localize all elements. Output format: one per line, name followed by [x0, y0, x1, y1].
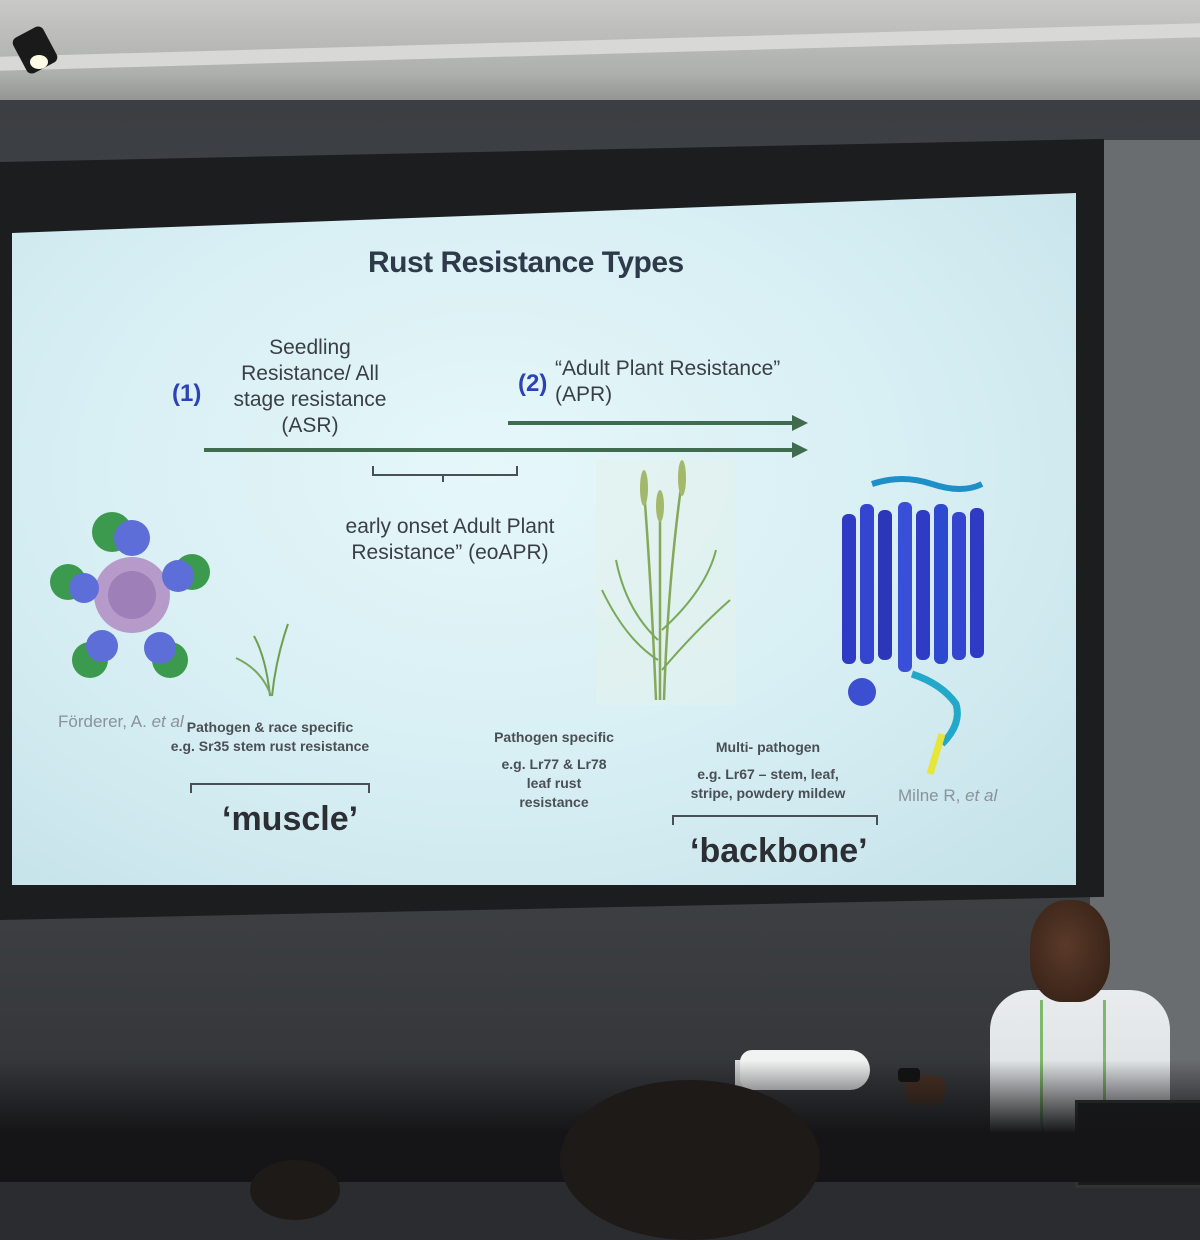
seedling-image: [235, 623, 289, 697]
apr-arrow-head: [792, 415, 808, 431]
stage-1-label: Seedling Resistance/ All stage resistanc…: [215, 335, 405, 439]
right-group-line: Multi- pathogen: [715, 739, 821, 755]
credit-forderer-etal: et al: [151, 712, 184, 731]
eoapr-bracket-tick: [442, 474, 444, 482]
eoapr-line: Resistance” (eoAPR): [351, 541, 549, 564]
apr-arrow-line: [508, 421, 796, 425]
spotlight-glow: [30, 55, 48, 69]
protein-complex-image: [50, 512, 210, 678]
audience-head: [560, 1080, 820, 1240]
eoapr-label: early onset Adult Plant Resistance” (eoA…: [320, 514, 580, 566]
credit-forderer: Förderer, A. et al: [58, 712, 184, 732]
right-group-line: e.g. Lr67 – stem, leaf,: [697, 766, 839, 782]
muscle-bracket: [190, 783, 370, 793]
asr-arrow-head: [792, 442, 808, 458]
stage-2-number: (2): [518, 370, 548, 397]
stage-1-line: Seedling: [269, 336, 351, 359]
stage-1-line: stage resistance: [233, 388, 387, 411]
alpha-helix-bundle: [842, 476, 984, 776]
backbone-tag: ‘backbone’: [690, 832, 868, 870]
middle-group-text: Pathogen specific e.g. Lr77 & Lr78 leaf …: [484, 728, 624, 812]
audience-silhouettes: [0, 1060, 1200, 1240]
audience-head: [250, 1160, 340, 1220]
middle-group-line: leaf rust: [526, 775, 582, 791]
left-group-text: Pathogen & race specific e.g. Sr35 stem …: [160, 718, 380, 756]
stage-2-line: (APR): [555, 383, 613, 406]
left-group-line: Pathogen & race specific: [186, 719, 354, 735]
stage-2-label: “Adult Plant Resistance” (APR): [555, 356, 845, 408]
eoapr-line: early onset Adult Plant: [345, 515, 555, 538]
eoapr-bracket: [372, 466, 518, 476]
middle-group-line: resistance: [519, 794, 589, 810]
middle-group-line: e.g. Lr77 & Lr78: [501, 756, 607, 772]
transporter-protein-image: [842, 476, 984, 776]
backbone-bracket: [672, 815, 878, 825]
muscle-tag: ‘muscle’: [222, 800, 359, 838]
slide-title: Rust Resistance Types: [368, 246, 684, 279]
middle-group-line: Pathogen specific: [494, 729, 614, 745]
presenter-head: [1030, 900, 1110, 1002]
credit-milne-etal: et al: [965, 786, 998, 805]
asr-arrow-line: [204, 448, 796, 452]
left-group-line: e.g. Sr35 stem rust resistance: [170, 738, 370, 754]
right-group-line: stripe, powdery mildew: [690, 785, 846, 801]
adult-wheat-plant-image: [596, 460, 736, 705]
stage-2-line: “Adult Plant Resistance”: [555, 357, 781, 380]
credit-milne-name: Milne R,: [898, 786, 961, 805]
credit-milne: Milne R, et al: [898, 786, 997, 806]
right-group-text: Multi- pathogen e.g. Lr67 – stem, leaf, …: [668, 738, 868, 803]
stage-1-number: (1): [172, 380, 202, 407]
resistosome-pentamer: [50, 512, 210, 678]
credit-forderer-name: Förderer, A.: [58, 712, 147, 731]
stage-1-line: Resistance/ All: [241, 362, 379, 385]
stage-1-line: (ASR): [281, 414, 339, 437]
